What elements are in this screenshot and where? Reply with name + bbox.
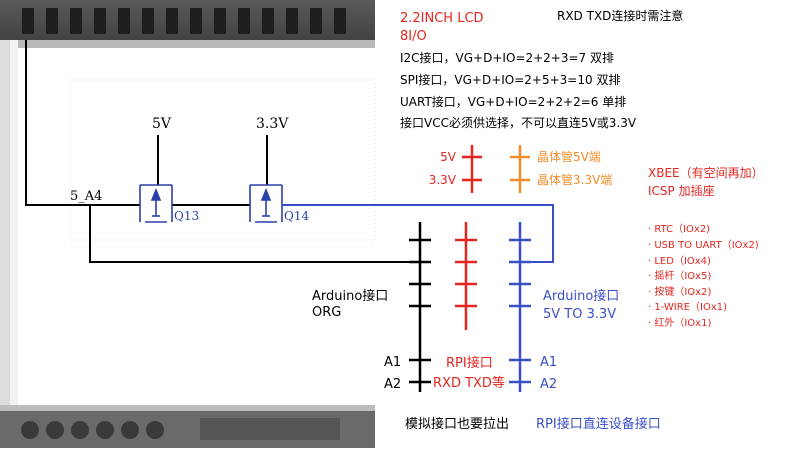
grid-region bbox=[69, 79, 376, 241]
net-label: 5_A4 bbox=[70, 189, 102, 204]
io-list-item: · RTC（IOx2) bbox=[648, 223, 710, 235]
io-list-item: · 1-WIRE（IOx1) bbox=[648, 301, 727, 313]
arduino-conv-label: Arduino接口 bbox=[543, 288, 619, 304]
q14-label: Q14 bbox=[284, 209, 309, 223]
io-list-item: · 红外（IOx1) bbox=[648, 316, 711, 329]
io-list-item: · USB TO UART（IOx2) bbox=[648, 239, 759, 251]
power-select-orange bbox=[510, 145, 530, 193]
i2c-line: I2C接口，VG+D+IO=2+2+3=7 双排 bbox=[400, 50, 614, 65]
rpi-sub: RXD TXD等 bbox=[433, 375, 505, 391]
sel-33v-label: 3.3V bbox=[429, 173, 457, 187]
pin-a2-left: A2 bbox=[384, 377, 401, 392]
pin-a2-right: A2 bbox=[540, 377, 557, 392]
connector-arduino-conv bbox=[509, 222, 531, 392]
transistor-5v-label: 晶体管5V端 bbox=[537, 149, 601, 164]
rpi-direct-note: RPI接口直连设备接口 bbox=[536, 416, 661, 432]
connector-arduino-org bbox=[409, 222, 431, 392]
lcd-title: 2.2INCH LCD bbox=[400, 11, 484, 26]
q13-label: Q13 bbox=[174, 209, 199, 223]
pcb-photo bbox=[0, 0, 375, 448]
sel-5v-label: 5V bbox=[440, 150, 457, 164]
blue-wires bbox=[282, 204, 554, 263]
pin-a1-left: A1 bbox=[384, 355, 401, 370]
arduino-conv-sub: 5V TO 3.3V bbox=[543, 307, 616, 322]
io-list-item: · 按键（IOx2) bbox=[648, 285, 711, 298]
uart-line: UART接口，VG+D+IO=2+2+2=6 单排 bbox=[400, 94, 626, 109]
io-list: · RTC（IOx2) · USB TO UART（IOx2) · LED（IO… bbox=[648, 223, 759, 329]
vcc-line: 接口VCC必须供选择，不可以直连5V或3.3V bbox=[400, 115, 637, 130]
lcd-io: 8I/O bbox=[400, 29, 427, 44]
icsp-label: ICSP 加插座 bbox=[648, 183, 715, 198]
arduino-org-label: Arduino接口 bbox=[312, 288, 388, 304]
q14-supply-label: 3.3V bbox=[256, 116, 289, 132]
io-list-item: · LED（IOx4) bbox=[648, 255, 711, 267]
rpi-label: RPI接口 bbox=[446, 355, 493, 371]
power-select-red bbox=[462, 145, 482, 193]
spi-line: SPI接口，VG+D+IO=2+5+3=10 双排 bbox=[400, 72, 620, 87]
pin-a1-right: A1 bbox=[540, 355, 557, 370]
transistor-33v-label: 晶体管3.3V端 bbox=[537, 172, 612, 187]
arduino-org-sub: ORG bbox=[312, 305, 341, 320]
mosfet-q14 bbox=[249, 184, 283, 223]
io-list-item: · 摇杆（IOx5) bbox=[648, 269, 711, 282]
xbee-label: XBEE（有空间再加） bbox=[648, 166, 764, 180]
mosfet-q13 bbox=[139, 184, 173, 223]
rxd-note: RXD TXD连接时需注意 bbox=[557, 8, 683, 23]
connector-rpi bbox=[455, 222, 477, 330]
black-wires bbox=[25, 40, 420, 263]
q13-supply-label: 5V bbox=[152, 116, 172, 132]
analog-note: 模拟接口也要拉出 bbox=[405, 416, 509, 432]
